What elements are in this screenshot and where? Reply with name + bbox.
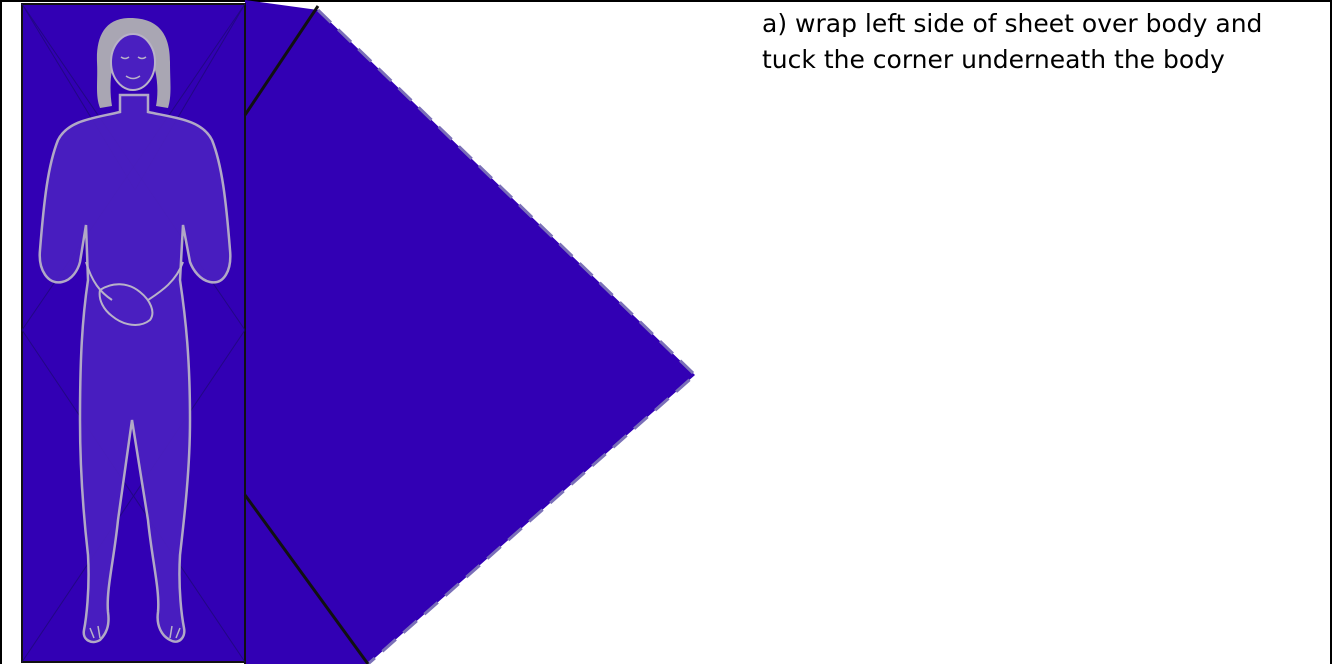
- head: [111, 34, 155, 90]
- caption-line-1: a) wrap left side of sheet over body and: [762, 9, 1262, 38]
- instruction-caption: a) wrap left side of sheet over body and…: [762, 6, 1322, 78]
- sheet-right-flap: [245, 0, 695, 664]
- caption-line-2: tuck the corner underneath the body: [762, 45, 1225, 74]
